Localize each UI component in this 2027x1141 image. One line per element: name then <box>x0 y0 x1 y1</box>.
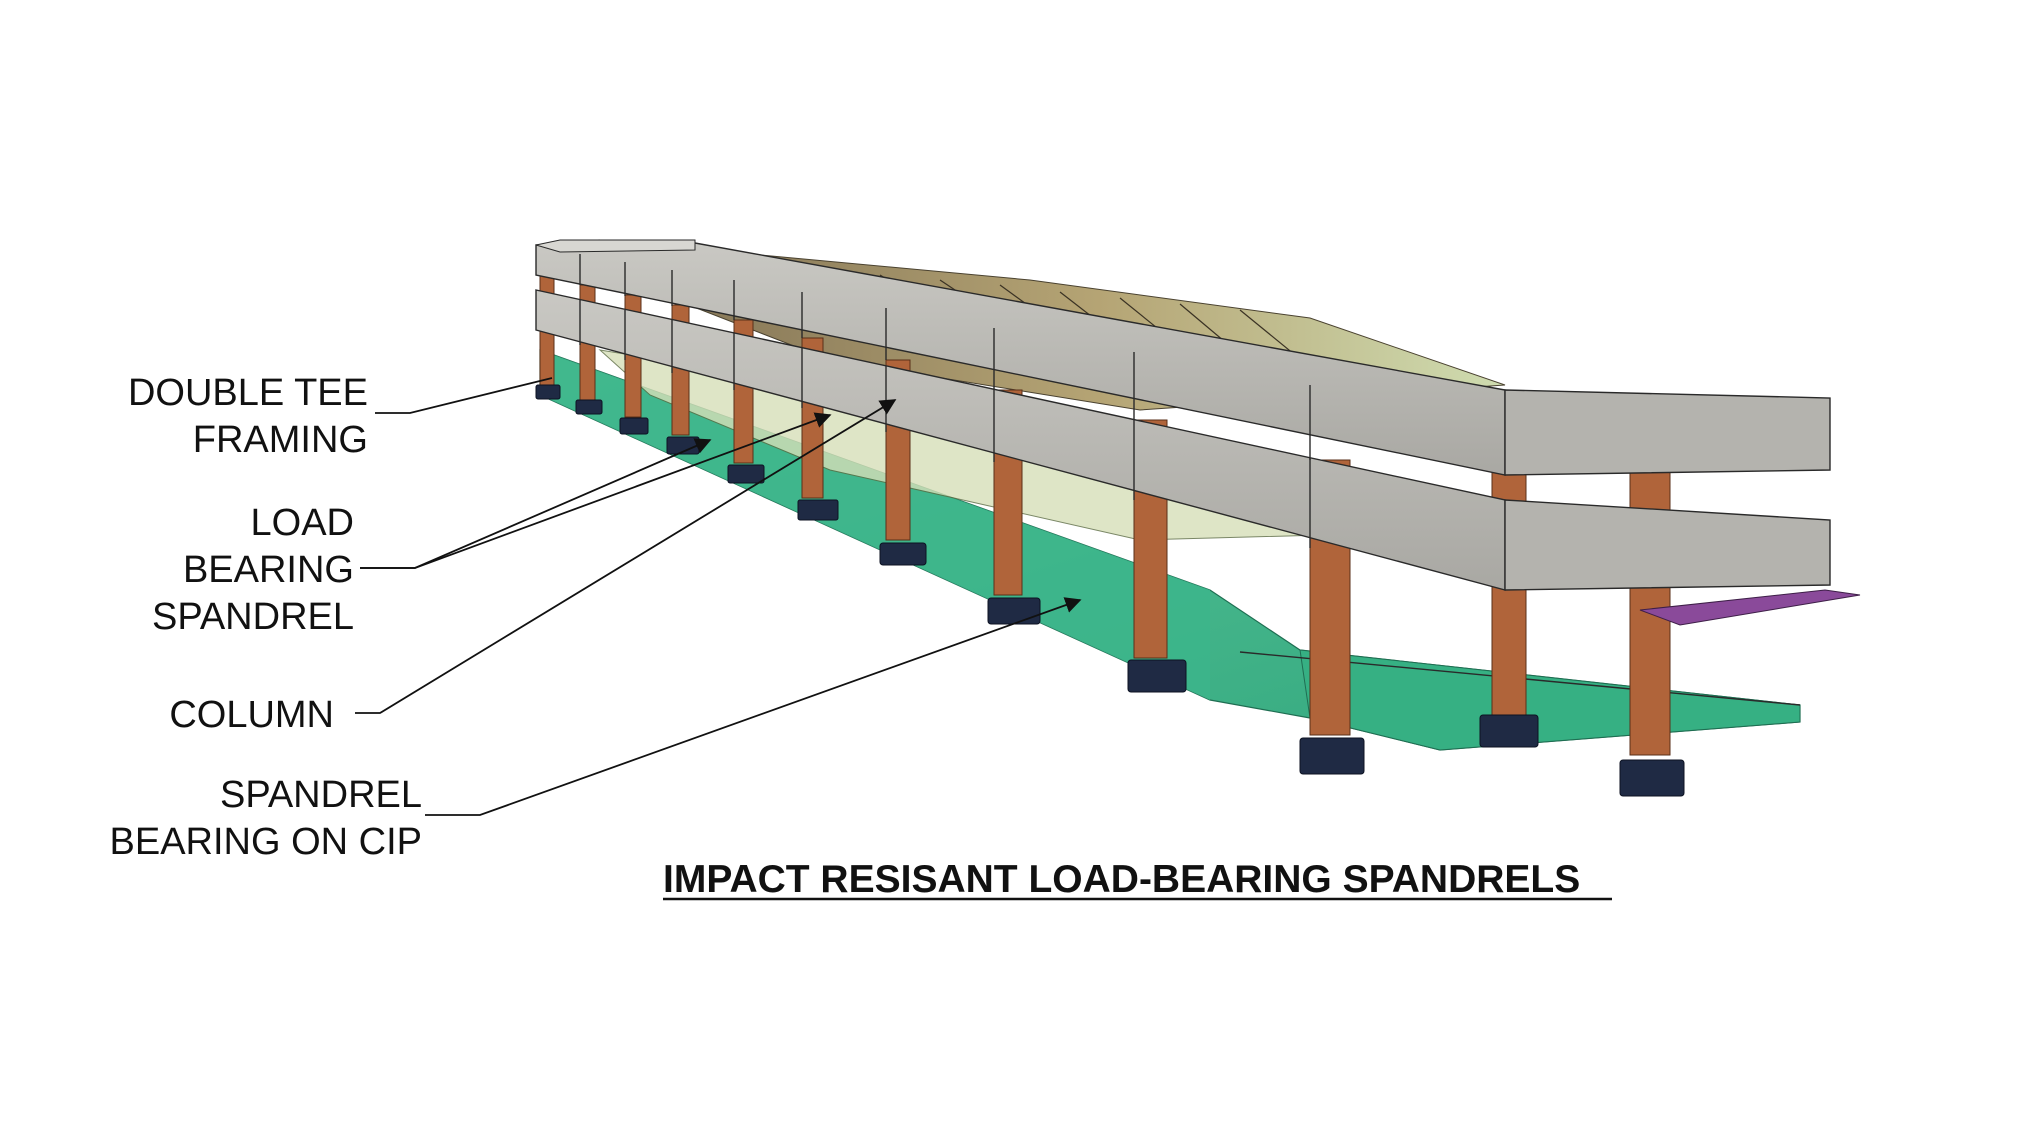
upper-spandrels <box>535 239 1831 476</box>
ledge <box>1639 589 1861 626</box>
footings <box>535 384 1685 797</box>
title-text: IMPACT RESISANT LOAD-BEARING SPANDRELS <box>663 858 1580 901</box>
callout-column-line-1: COLUMN <box>169 694 334 736</box>
callout-column: COLUMN <box>169 694 334 736</box>
diagram-title: IMPACT RESISANT LOAD-BEARING SPANDRELS <box>663 858 1612 901</box>
callout-spandrel-on-cip: SPANDREL BEARING ON CIP <box>110 774 423 863</box>
callout-spandrel-line-1: LOAD <box>251 502 354 544</box>
callout-load-bearing-spandrel: LOAD BEARING SPANDREL <box>152 502 354 638</box>
callout-cip-line-1: SPANDREL <box>220 774 422 816</box>
callout-double-tee-line-1: DOUBLE TEE <box>128 372 368 414</box>
callout-spandrel-line-3: SPANDREL <box>152 596 354 638</box>
leader-lines <box>355 377 1082 816</box>
callout-double-tee: DOUBLE TEE FRAMING <box>128 372 368 461</box>
callout-double-tee-line-2: FRAMING <box>193 419 368 461</box>
callout-spandrel-line-2: BEARING <box>183 549 354 591</box>
callout-cip-line-2: BEARING ON CIP <box>110 821 423 863</box>
lower-spandrels <box>535 289 1831 591</box>
